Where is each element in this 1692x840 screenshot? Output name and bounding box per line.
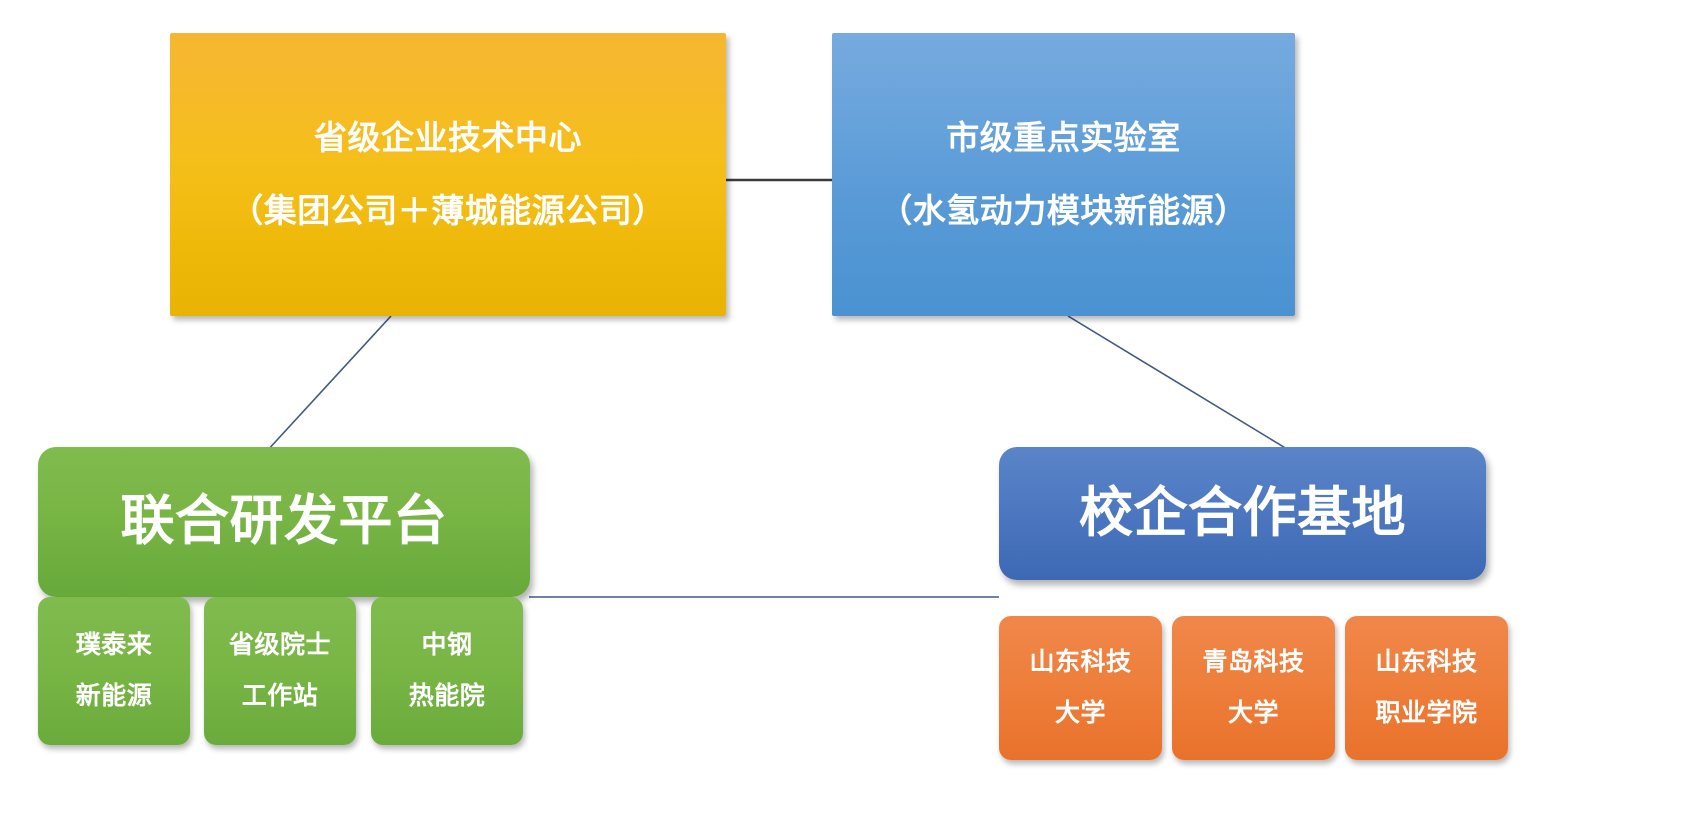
leaf-label-line-2: 新能源 xyxy=(75,682,153,710)
leaf-label-line-1: 省级院士 xyxy=(228,630,331,659)
leaf-orange-2[interactable]: 青岛科技 大学 xyxy=(1172,616,1335,760)
leaf-label-line-2: 热能院 xyxy=(408,682,486,710)
node-joint-rd-platform[interactable]: 联合研发平台 xyxy=(38,447,530,597)
leaf-orange-3[interactable]: 山东科技 职业学院 xyxy=(1345,616,1508,760)
connector-center-to-platform xyxy=(265,315,392,453)
node-school-enterprise-base[interactable]: 校企合作基地 xyxy=(999,447,1486,580)
node-title-line-1: 联合研发平台 xyxy=(120,491,448,552)
leaf-label-line-1: 山东科技 xyxy=(1375,647,1478,676)
node-title-line-2: （集团公司＋薄城能源公司） xyxy=(230,191,666,229)
node-title-line-1: 校企合作基地 xyxy=(1079,482,1406,543)
leaf-green-1[interactable]: 璞泰来 新能源 xyxy=(38,597,190,745)
leaf-label-line-2: 职业学院 xyxy=(1375,699,1478,727)
node-title-line-1: 省级企业技术中心 xyxy=(314,118,582,156)
leaf-label-line-2: 大学 xyxy=(1227,699,1279,727)
leaf-label-line-1: 中钢 xyxy=(421,630,473,659)
node-city-key-laboratory[interactable]: 市级重点实验室 （水氢动力模块新能源） xyxy=(832,33,1295,316)
leaf-green-2[interactable]: 省级院士 工作站 xyxy=(204,597,356,745)
leaf-label-line-1: 璞泰来 xyxy=(75,630,153,659)
leaf-label-line-1: 山东科技 xyxy=(1029,647,1132,676)
connector-lab-to-base xyxy=(1067,315,1293,453)
leaf-label-line-2: 工作站 xyxy=(241,682,319,710)
node-title-line-2: （水氢动力模块新能源） xyxy=(879,191,1248,229)
leaf-orange-1[interactable]: 山东科技 大学 xyxy=(999,616,1162,760)
node-provincial-enterprise-tech-center[interactable]: 省级企业技术中心 （集团公司＋薄城能源公司） xyxy=(170,33,726,316)
leaf-label-line-1: 青岛科技 xyxy=(1202,647,1305,676)
leaf-label-line-2: 大学 xyxy=(1054,699,1106,727)
leaf-green-3[interactable]: 中钢 热能院 xyxy=(371,597,523,745)
node-title-line-1: 市级重点实验室 xyxy=(946,118,1181,156)
